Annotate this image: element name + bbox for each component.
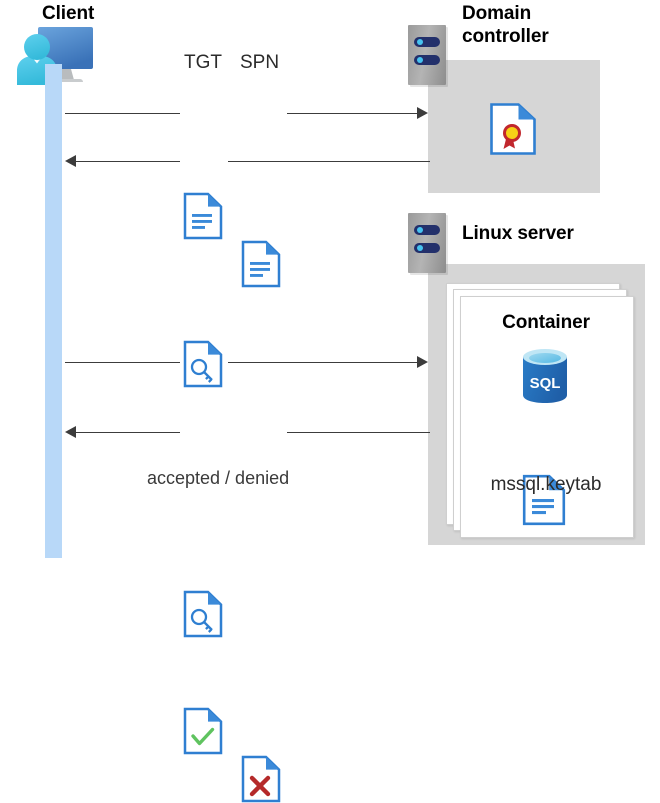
message-4-line-right (287, 432, 430, 433)
client-label: Client (42, 3, 95, 24)
message-4-arrowhead (65, 426, 76, 438)
message-2-line-right (228, 161, 430, 162)
message-2-line-left (76, 161, 180, 162)
message-3-line-left (65, 362, 180, 363)
message-1-arrowhead (417, 107, 428, 119)
tgt-document-icon (183, 192, 223, 240)
linux-server-rack-icon (408, 213, 446, 273)
spn-label: SPN (240, 52, 280, 73)
key-document-icon-request (183, 590, 223, 638)
linux-server-label: Linux server (462, 223, 574, 244)
accepted-document-icon (183, 707, 223, 755)
spn-document-icon (241, 240, 281, 288)
domain-controller-label: Domain controller (462, 2, 642, 48)
keytab-document-icon (522, 474, 566, 526)
message-2-arrowhead (65, 155, 76, 167)
message-4-line-left (76, 432, 180, 433)
svg-text:SQL: SQL (530, 375, 561, 392)
message-3-arrowhead (417, 356, 428, 368)
message-1-line-left (65, 113, 180, 114)
denied-document-icon (241, 755, 281, 803)
message-3-line-right (228, 362, 418, 363)
certificate-document-icon (489, 102, 537, 156)
keytab-filename-label: mssql.keytab (490, 474, 602, 495)
domain-controller-label-line1: Domain (462, 3, 532, 24)
accepted-denied-label: accepted / denied (147, 468, 290, 488)
domain-controller-label-line2: controller (462, 26, 549, 47)
sql-database-icon: SQL (520, 348, 570, 404)
container-card-front (460, 296, 634, 538)
key-document-icon-response (183, 340, 223, 388)
client-lifeline (45, 64, 62, 558)
container-label: Container (502, 312, 590, 333)
tgt-label: TGT (184, 52, 222, 73)
domain-controller-rack-icon (408, 25, 446, 85)
message-1-line-right (287, 113, 417, 114)
